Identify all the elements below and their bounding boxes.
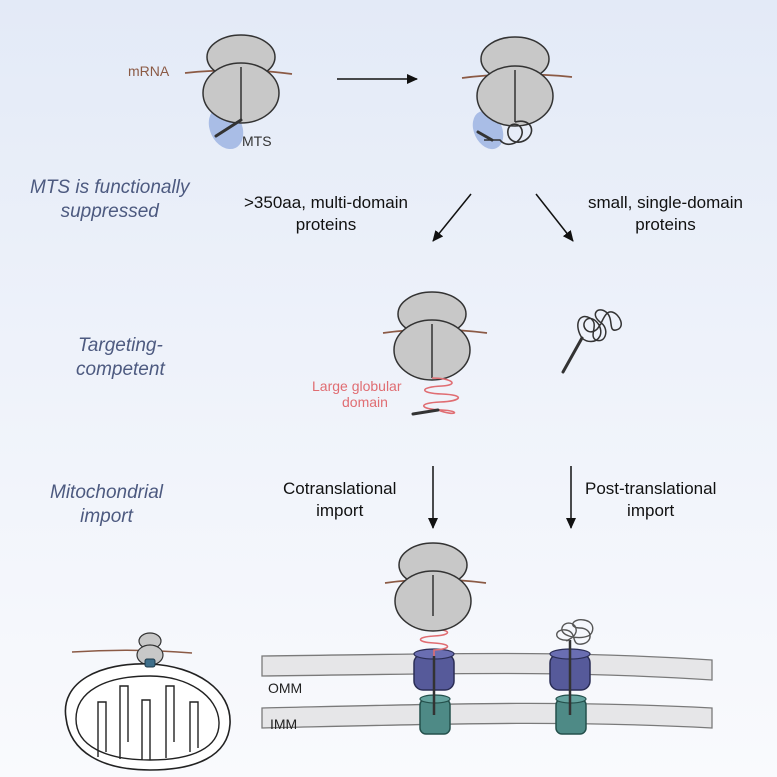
folded-protein-mts xyxy=(561,336,584,374)
pathway-label-cotranslational: Cotranslational import xyxy=(283,478,396,522)
cytosol-mrna xyxy=(71,649,193,654)
branch-label-singledomain: small, single-domain proteins xyxy=(588,192,743,236)
pathway-label-posttranslational-line2: import xyxy=(627,501,675,520)
cotranslational-complex xyxy=(384,542,487,735)
mito-tom xyxy=(144,658,156,668)
omm-label: OMM xyxy=(268,680,303,696)
folded-protein-coil xyxy=(577,309,622,343)
ribosome-2 xyxy=(461,36,573,150)
globular-domain-label-line1: Large globular xyxy=(312,378,402,394)
posttranslational-complex xyxy=(549,619,594,735)
mitochondrion xyxy=(64,632,231,771)
nascent-coil-2 xyxy=(484,120,533,146)
outer-membrane xyxy=(261,652,713,681)
mts-chain-3 xyxy=(411,408,440,416)
arrow-to-singledomain xyxy=(535,193,574,242)
ribosome-3 xyxy=(382,291,488,416)
stage-label-suppressed-line1: MTS is functionally xyxy=(30,177,190,198)
stage-label-suppressed: MTS is functionally suppressed xyxy=(30,176,189,224)
nascent-mts-2 xyxy=(476,130,494,142)
branch-label-multidomain-line1: >350aa, multi-domain xyxy=(244,193,408,212)
stage-label-targeting: Targeting- competent xyxy=(76,334,165,382)
branch-label-multidomain-line2: proteins xyxy=(295,215,357,234)
stage-label-targeting-line2: competent xyxy=(76,359,165,380)
mrna-label: mRNA xyxy=(128,63,170,79)
branch-label-multidomain: >350aa, multi-domain proteins xyxy=(244,192,408,236)
nascent-chain-1 xyxy=(214,118,243,138)
globular-domain-label: Large globular domain xyxy=(312,378,402,410)
membranes xyxy=(261,652,713,729)
imm-label: IMM xyxy=(270,716,298,732)
inner-membrane xyxy=(261,702,713,729)
pathway-label-cotranslational-line1: Cotranslational xyxy=(283,479,397,498)
stage-label-import-line1: Mitochondrial xyxy=(50,482,163,503)
branch-label-singledomain-line1: small, single-domain xyxy=(588,193,743,212)
branch-label-singledomain-line2: proteins xyxy=(635,215,696,234)
stage-label-import-line2: import xyxy=(80,506,133,527)
pathway-label-posttranslational-line1: Post-translational xyxy=(585,479,717,498)
ribosome-1 xyxy=(184,34,293,150)
folded-protein-free xyxy=(561,309,622,374)
stage-label-targeting-line1: Targeting- xyxy=(77,335,163,356)
globular-domain-label-line2: domain xyxy=(342,394,388,410)
mito-cristae xyxy=(75,675,220,761)
pathway-label-posttranslational: Post-translational import xyxy=(585,478,716,522)
pathway-label-cotranslational-line2: import xyxy=(316,501,364,520)
folded-protein-docked xyxy=(556,619,594,645)
arrow-to-multidomain xyxy=(432,193,472,242)
mts-label: MTS xyxy=(242,133,272,149)
stage-label-import: Mitochondrial import xyxy=(50,481,163,529)
mito-outer-membrane xyxy=(64,663,231,771)
globular-domain-3 xyxy=(422,377,460,415)
stage-label-suppressed-line2: suppressed xyxy=(60,201,159,222)
